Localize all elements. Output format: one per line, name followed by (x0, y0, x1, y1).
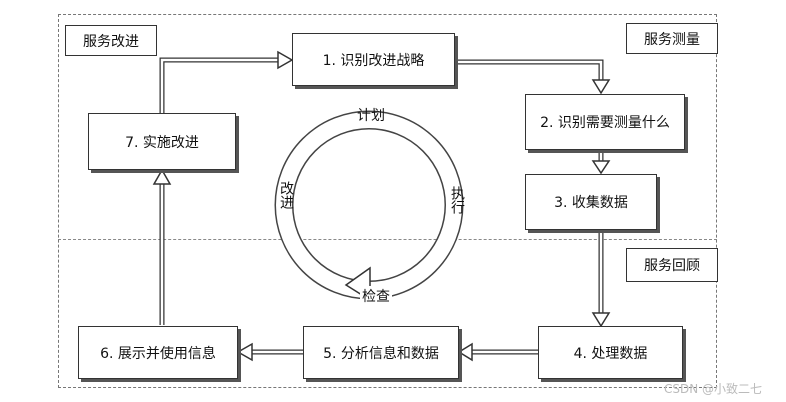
step-6-box: 6. 展示并使用信息 (78, 326, 238, 379)
cycle-label-plan: 计划 (357, 108, 385, 124)
step-5-box: 5. 分析信息和数据 (303, 326, 459, 379)
step-7-box: 7. 实施改进 (88, 113, 236, 170)
step-1-box: 1. 识别改进战略 (292, 33, 455, 86)
cycle-label-execute: 执行 (448, 186, 465, 219)
cycle-label-check: 检查 (360, 286, 392, 306)
step-4-box: 4. 处理数据 (538, 326, 683, 379)
step-3-box: 3. 收集数据 (525, 174, 657, 230)
cycle-label-improve: 改进 (277, 181, 294, 214)
section-tag-review: 服务回顾 (626, 248, 718, 282)
cycle-label-execute-text: 执行 (449, 186, 465, 214)
section-divider (58, 239, 717, 240)
step-2-box: 2. 识别需要测量什么 (525, 94, 685, 150)
outer-frame (58, 14, 717, 388)
section-tag-measure: 服务测量 (626, 23, 718, 54)
section-tag-improve: 服务改进 (65, 25, 157, 56)
cycle-label-improve-text: 改进 (278, 181, 294, 209)
watermark: CSDN @小致二七 (664, 382, 763, 396)
